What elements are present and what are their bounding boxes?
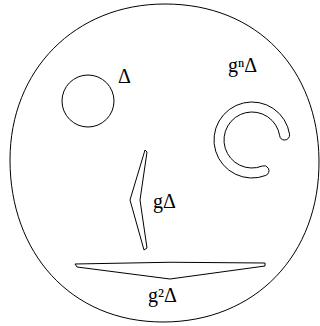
outline-path (130, 150, 147, 250)
outline-path (62, 75, 114, 127)
shape-label: Δ (118, 65, 131, 87)
outline-path (130, 150, 147, 250)
outline-path (214, 102, 290, 178)
sliver-shape: gΔ (125, 148, 235, 253)
shape-label: gΔ (153, 190, 176, 212)
ring-shape: gⁿΔ (205, 50, 310, 185)
outline-path (214, 102, 290, 178)
shape-label: g²Δ (148, 284, 177, 306)
shape-outline (125, 148, 235, 253)
shape-outline (55, 55, 165, 135)
shape-label: gⁿΔ (228, 54, 257, 76)
disc-shape: Δ (55, 55, 165, 135)
outline-path (75, 262, 265, 279)
outline-path (62, 75, 114, 127)
outline-path (75, 262, 265, 279)
boomerang-shape: g²Δ (70, 255, 275, 315)
enclosing-circle (10, 4, 319, 322)
shape-outline (205, 50, 310, 185)
